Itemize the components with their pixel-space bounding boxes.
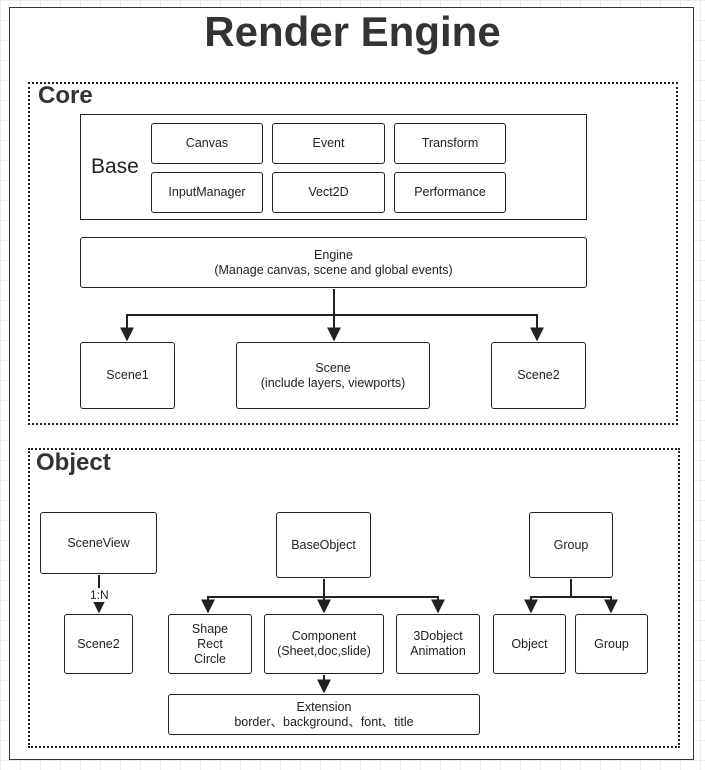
base-item-vect2d: Vect2D [272, 172, 385, 213]
component-box: Component (Sheet,doc,slide) [264, 614, 384, 674]
core-section [28, 82, 678, 425]
object-section [28, 448, 680, 748]
3d-object-box: 3Dobject Animation [396, 614, 480, 674]
group-group-box: Group [575, 614, 648, 674]
group-object-box: Object [493, 614, 566, 674]
base-item-canvas: Canvas [151, 123, 263, 164]
scene-box: Scene (include layers, viewports) [236, 342, 430, 409]
base-item-input-manager: InputManager [151, 172, 263, 213]
base-item-event: Event [272, 123, 385, 164]
scene2-core-box: Scene2 [491, 342, 586, 409]
scene2-object-box: Scene2 [64, 614, 133, 674]
relation-label-1n: 1:N [88, 588, 111, 602]
engine-box: Engine (Manage canvas, scene and global … [80, 237, 587, 288]
base-item-performance: Performance [394, 172, 506, 213]
object-label: Object [36, 449, 111, 476]
core-label: Core [38, 82, 93, 109]
scene1-box: Scene1 [80, 342, 175, 409]
base-label: Base [91, 155, 139, 178]
group-box: Group [529, 512, 613, 578]
extension-box: Extension border、background、font、title [168, 694, 480, 735]
diagram-title: Render Engine [204, 8, 501, 55]
base-object-box: BaseObject [276, 512, 371, 578]
shape-box: Shape Rect Circle [168, 614, 252, 674]
base-item-transform: Transform [394, 123, 506, 164]
scene-view-box: SceneView [40, 512, 157, 574]
